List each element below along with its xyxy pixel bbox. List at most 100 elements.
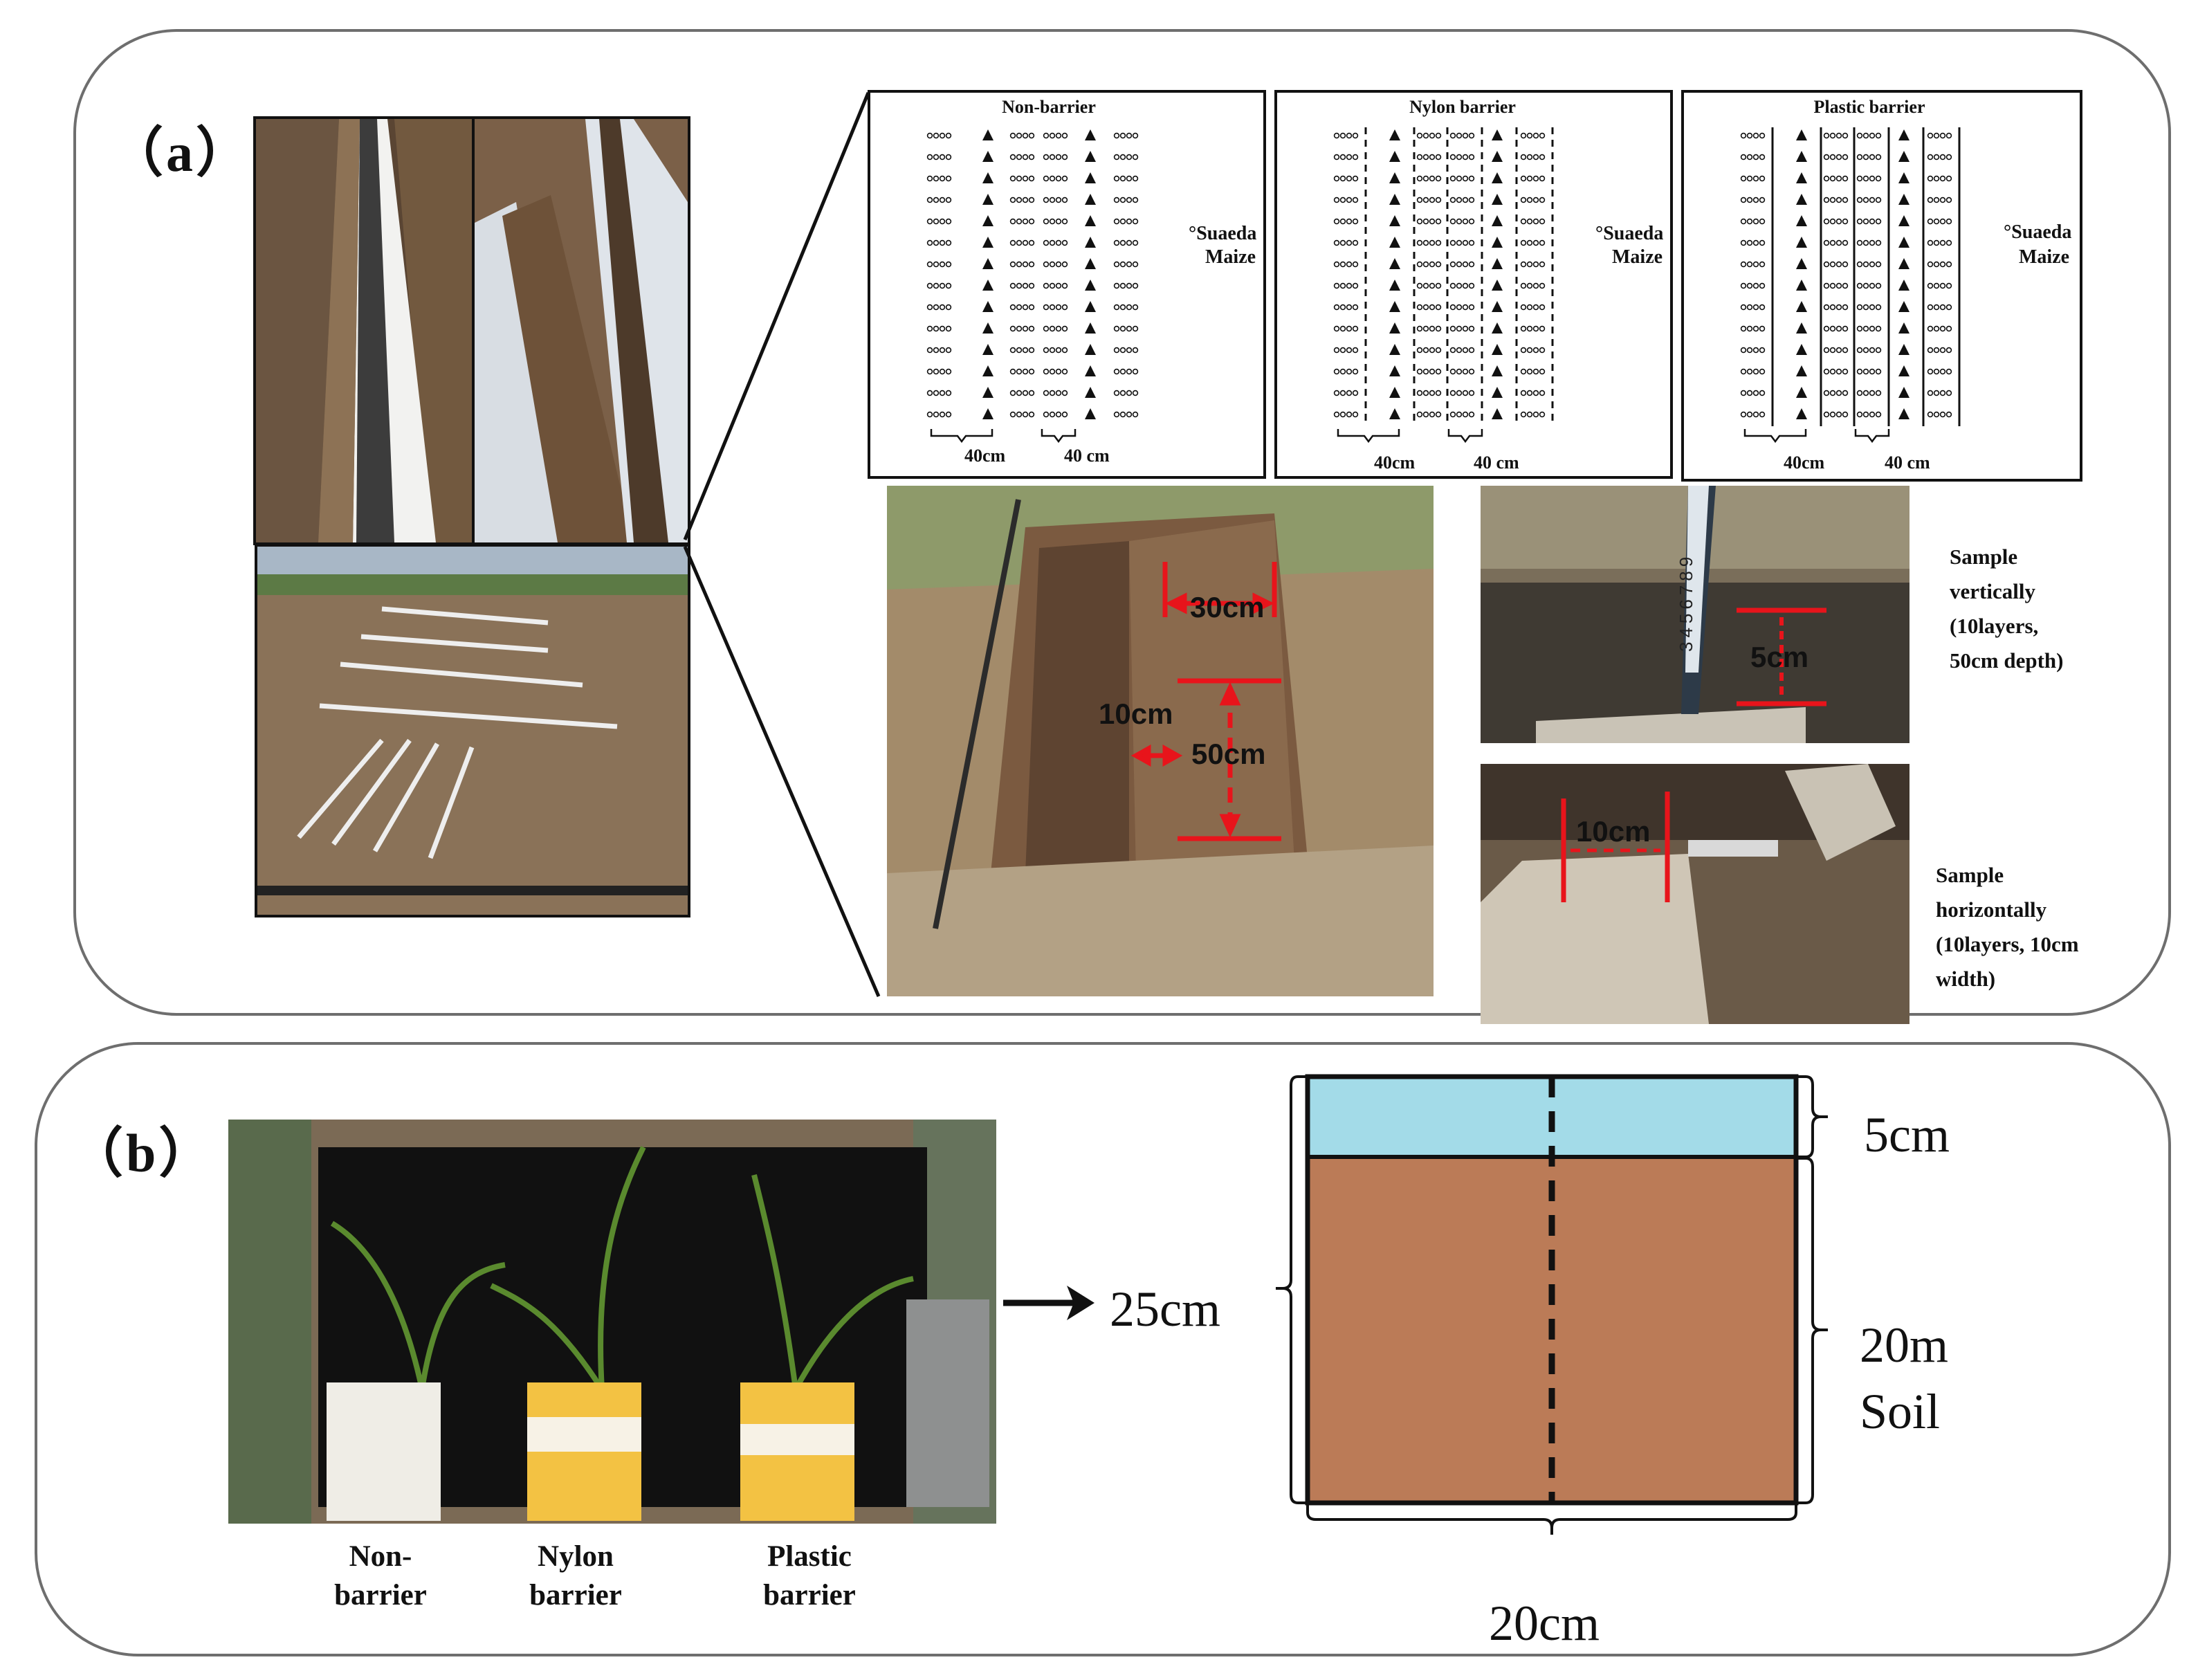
suaeda-plant: [1759, 132, 1766, 139]
suaeda-plant: [1049, 347, 1056, 354]
suaeda-plant: [945, 390, 952, 396]
suaeda-plant: [1468, 218, 1475, 225]
suaeda-plant: [1449, 325, 1456, 332]
suaeda-plant: [1526, 239, 1533, 246]
suaeda-plant: [1869, 390, 1876, 396]
suaeda-plant: [1061, 261, 1068, 268]
zoom-lines: [683, 92, 881, 997]
suaeda-plant: [1842, 282, 1849, 289]
suaeda-plant: [1416, 325, 1423, 332]
suaeda-plant: [1126, 325, 1133, 332]
soil-depth-label: 20m: [1860, 1317, 1949, 1373]
suaeda-plant: [1746, 218, 1753, 225]
suaeda-plant: [1869, 304, 1876, 311]
suaeda-plant: [1009, 154, 1016, 161]
suaeda-plant: [1945, 175, 1952, 182]
suaeda-plant: [1119, 261, 1126, 268]
suaeda-plant: [1119, 368, 1126, 375]
maize-plant: [1898, 365, 1909, 376]
suaeda-plant: [1113, 304, 1120, 311]
suaeda-plant: [939, 304, 946, 311]
suaeda-plant: [1520, 132, 1527, 139]
suaeda-plant: [1746, 304, 1753, 311]
suaeda-plant: [1520, 197, 1527, 203]
suaeda-plant: [1759, 282, 1766, 289]
suaeda-plant: [926, 132, 933, 139]
maize-plant: [1898, 280, 1909, 291]
suaeda-plant: [1456, 197, 1463, 203]
suaeda-plant: [1422, 175, 1429, 182]
suaeda-plant: [1016, 347, 1023, 354]
suaeda-plant: [1022, 218, 1029, 225]
suaeda-plant: [1933, 154, 1940, 161]
suaeda-plant: [1339, 411, 1346, 418]
suaeda-plant: [1945, 411, 1952, 418]
suaeda-plant: [933, 175, 940, 182]
suaeda-plant: [1939, 282, 1946, 289]
suaeda-plant: [945, 304, 952, 311]
suaeda-plant: [1856, 347, 1863, 354]
suaeda-plant: [1113, 411, 1120, 418]
suaeda-plant: [1049, 282, 1056, 289]
suaeda-plant: [1468, 325, 1475, 332]
suaeda-plant: [926, 154, 933, 161]
maize-plant: [982, 237, 993, 248]
suaeda-plant: [1126, 239, 1133, 246]
suaeda-plant: [1028, 390, 1035, 396]
maize-plant: [1898, 215, 1909, 226]
suaeda-plant: [1132, 154, 1139, 161]
maize-plant: [1492, 408, 1503, 419]
suaeda-plant: [1759, 411, 1766, 418]
suaeda-plant: [1022, 282, 1029, 289]
suaeda-plant: [1061, 239, 1068, 246]
suaeda-plant: [1449, 239, 1456, 246]
suaeda-plant: [1422, 411, 1429, 418]
suaeda-plant: [1009, 239, 1016, 246]
suaeda-plant: [1829, 261, 1836, 268]
maize-plant: [982, 194, 993, 205]
maize-plant: [1492, 129, 1503, 140]
maize-plant: [1796, 322, 1807, 334]
spacing-label-right: 40 cm: [1885, 453, 1930, 473]
total-height-label: 25cm: [1110, 1281, 1220, 1337]
suaeda-plant: [1333, 347, 1340, 354]
maize-plant: [1085, 172, 1096, 183]
suaeda-plant: [1435, 390, 1442, 396]
suaeda-legend: °Suaeda: [2004, 221, 2072, 243]
suaeda-plant: [1520, 175, 1527, 182]
suaeda-plant: [1875, 390, 1882, 396]
suaeda-plant: [1022, 368, 1029, 375]
suaeda-plant: [1823, 154, 1830, 161]
suaeda-plant: [1740, 411, 1747, 418]
maize-plant: [982, 172, 993, 183]
suaeda-plant: [1532, 261, 1539, 268]
suaeda-plant: [1429, 282, 1436, 289]
note-line: horizontally: [1936, 897, 2047, 922]
suaeda-plant: [1422, 347, 1429, 354]
suaeda-plant: [1126, 261, 1133, 268]
maize-plant: [1796, 387, 1807, 398]
suaeda-plant: [1049, 390, 1056, 396]
suaeda-plant: [1835, 390, 1842, 396]
suaeda-plant: [1422, 218, 1429, 225]
maize-plant: [1389, 365, 1400, 376]
suaeda-plant: [1119, 239, 1126, 246]
suaeda-plant: [1055, 411, 1062, 418]
maize-plant: [1796, 301, 1807, 312]
suaeda-plant: [1449, 390, 1456, 396]
suaeda-plant: [1113, 390, 1120, 396]
suaeda-plant: [1132, 261, 1139, 268]
suaeda-plant: [1945, 368, 1952, 375]
panel-a-label: （a）: [109, 122, 253, 183]
suaeda-plant: [1456, 390, 1463, 396]
spacing-label-left: 40cm: [1784, 453, 1825, 473]
suaeda-plant: [1346, 132, 1353, 139]
suaeda-plant: [1333, 325, 1340, 332]
suaeda-plant: [1061, 282, 1068, 289]
spacing-label-left: 40cm: [1374, 453, 1416, 473]
suaeda-plant: [1043, 132, 1050, 139]
suaeda-plant: [1456, 347, 1463, 354]
suaeda-plant: [1856, 261, 1863, 268]
suaeda-plant: [1746, 282, 1753, 289]
suaeda-plant: [1352, 175, 1359, 182]
